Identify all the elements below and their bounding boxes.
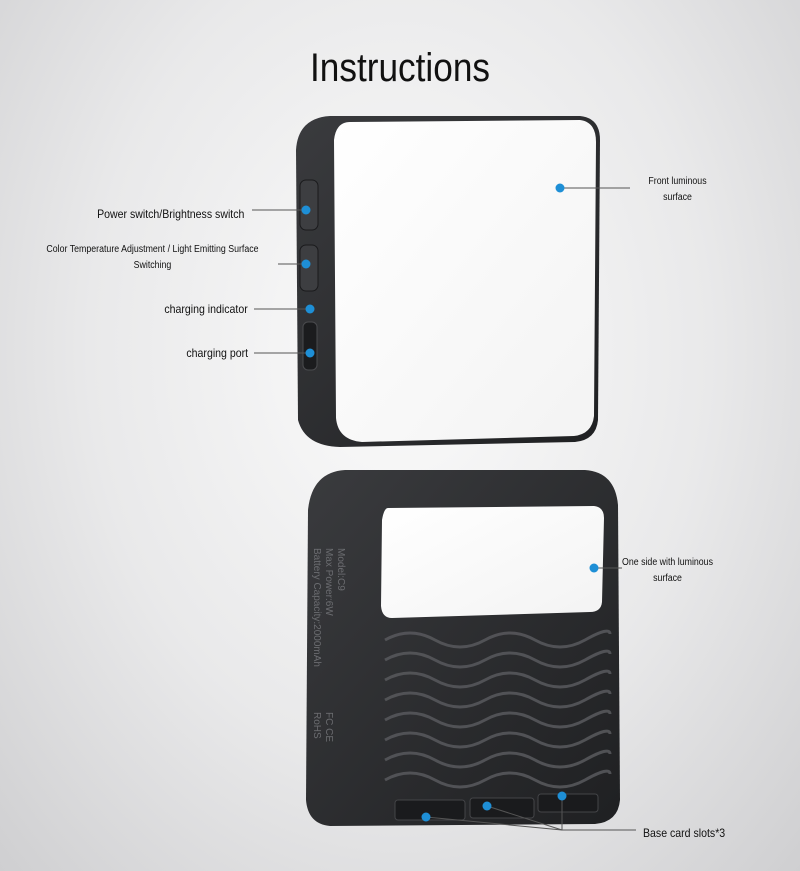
usb-c-port	[302, 321, 318, 371]
print-battery: Battery Capacity:2000mAh	[311, 548, 322, 667]
page-title: Instructions	[310, 46, 490, 90]
label-side-surface-line1: One side with luminous	[622, 557, 713, 568]
side-luminous-panel	[381, 506, 604, 618]
dot-charging-indicator	[305, 304, 315, 314]
line-slot-2	[486, 805, 563, 831]
callout-dots	[301, 183, 599, 822]
dot-color-temp	[301, 259, 311, 269]
dot-slot-3	[557, 791, 567, 801]
label-side-surface: One side with luminous surface	[617, 555, 718, 587]
print-power: Max Power:6W	[323, 548, 334, 616]
dot-slot-1	[421, 812, 431, 822]
dot-charging-port	[305, 348, 315, 358]
dot-front-surface	[555, 183, 565, 193]
dot-side-surface	[589, 563, 599, 573]
print-model: Model:C9	[335, 548, 346, 591]
device-print: Model:C9 Max Power:6W Battery Capacity:2…	[311, 548, 346, 742]
label-color-temp: Color Temperature Adjustment / Light Emi…	[36, 242, 269, 274]
base-slot-2	[469, 797, 535, 819]
label-power-switch: Power switch/Brightness switch	[96, 207, 244, 221]
base-slot-3	[537, 793, 599, 813]
label-color-temp-line1: Color Temperature Adjustment / Light Emi…	[46, 244, 259, 255]
device-front	[296, 116, 600, 447]
label-side-surface-line2: surface	[653, 573, 682, 584]
label-charging-port: charging port	[186, 346, 248, 360]
power-button	[299, 179, 319, 231]
dot-slot-2	[482, 801, 492, 811]
callout-lines	[252, 187, 636, 831]
base-slots	[394, 793, 599, 821]
dot-power-switch	[301, 205, 311, 215]
color-temp-button	[299, 244, 319, 292]
device-back: Model:C9 Max Power:6W Battery Capacity:2…	[306, 470, 620, 826]
print-fc: FC CE	[323, 712, 334, 742]
label-color-temp-line2: Switching	[133, 260, 172, 271]
label-front-surface-line2: surface	[663, 192, 692, 203]
line-slot-1	[425, 816, 563, 831]
print-rohs: RoHS	[311, 712, 322, 739]
wave-texture	[384, 629, 612, 789]
label-front-surface-line1: Front luminous	[648, 176, 707, 187]
front-luminous-panel	[334, 120, 596, 442]
base-slot-1	[394, 799, 466, 821]
label-base-slots: Base card slots*3	[643, 826, 726, 840]
label-front-surface: Front luminous surface	[627, 174, 728, 206]
label-charging-indicator: charging indicator	[164, 302, 248, 316]
